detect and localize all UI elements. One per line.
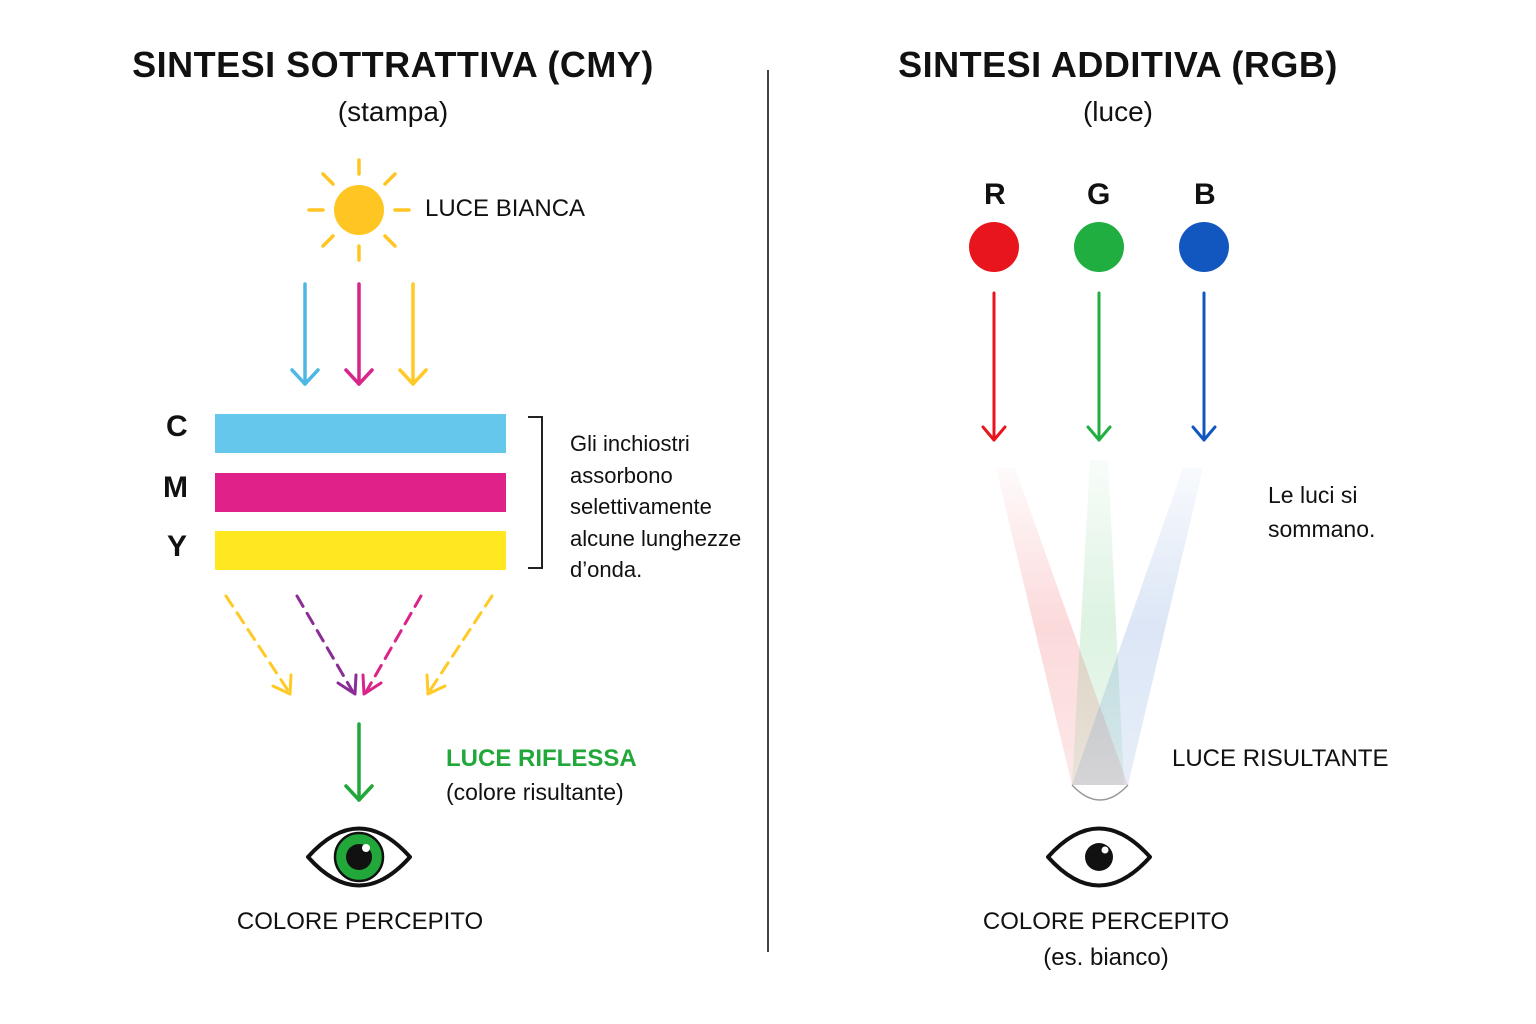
white-light-label: LUCE BIANCA: [425, 195, 586, 222]
bracket-text-line: selettivamente: [570, 494, 712, 519]
layer-letter-m: M: [163, 471, 188, 504]
eye-icon-green: [306, 826, 412, 888]
incoming-yellow-arrow: [398, 282, 428, 386]
incoming-magenta-arrow: [344, 282, 374, 386]
left-subtitle: (stampa): [337, 96, 449, 127]
layer-letter-y: Y: [167, 530, 188, 563]
sun-icon: [307, 158, 411, 262]
yellow-ink-layer: [215, 531, 506, 570]
bracket: [528, 416, 543, 569]
green-arrow: [344, 722, 374, 802]
right-perceived-example: (es. bianco): [1043, 944, 1169, 971]
reflected-light-title: LUCE RIFLESSA: [446, 745, 637, 772]
sum-text-line: Le luci si: [1268, 482, 1358, 508]
bracket-text-line: assorbono: [570, 462, 673, 488]
reflected-yellow-arrow-left: [224, 594, 293, 696]
left-perceived-label: COLORE PERCEPITO: [236, 908, 484, 935]
red-arrow: [981, 291, 1007, 442]
resulting-light-label: LUCE RISULTANTE: [1172, 745, 1389, 772]
incoming-cyan-arrow: [290, 282, 320, 386]
green-light-source: [1074, 222, 1124, 272]
reflected-purple-arrow: [295, 594, 358, 696]
bracket-text-line: alcune lunghezze: [570, 525, 742, 551]
right-perceived-label: COLORE PERCEPITO: [982, 908, 1230, 935]
sum-text-line: sommano.: [1268, 516, 1376, 542]
reflected-magenta-arrow: [361, 594, 423, 696]
green-arrow-rgb: [1086, 291, 1112, 442]
red-light-source: [969, 222, 1019, 272]
resulting-light-spot: [1071, 784, 1129, 801]
blue-light-beam: [1072, 468, 1203, 785]
right-title: SINTESI ADDITIVA (RGB): [898, 44, 1338, 85]
blue-arrow: [1191, 291, 1217, 442]
left-title: SINTESI SOTTRATTIVA (CMY): [132, 44, 654, 85]
cyan-ink-layer: [215, 414, 506, 453]
right-subtitle: (luce): [1082, 96, 1153, 127]
bracket-text-line: Gli inchiostri: [570, 431, 690, 456]
source-letter-b: B: [1194, 178, 1216, 211]
sum-text: Le luci si sommano.: [1268, 478, 1375, 546]
reflected-yellow-arrow-right: [425, 594, 494, 696]
eye-icon-black: [1046, 826, 1152, 888]
blue-light-source: [1179, 222, 1229, 272]
source-letter-r: R: [984, 178, 1006, 211]
source-letter-g: G: [1087, 178, 1111, 211]
bracket-text-line: d’onda.: [570, 557, 643, 582]
reflected-light-subtitle: (colore risultante): [446, 779, 624, 805]
magenta-ink-layer: [215, 473, 506, 512]
layer-letter-c: C: [166, 410, 188, 443]
bracket-text: Gli inchiostri assorbono selettivamente …: [570, 428, 741, 586]
